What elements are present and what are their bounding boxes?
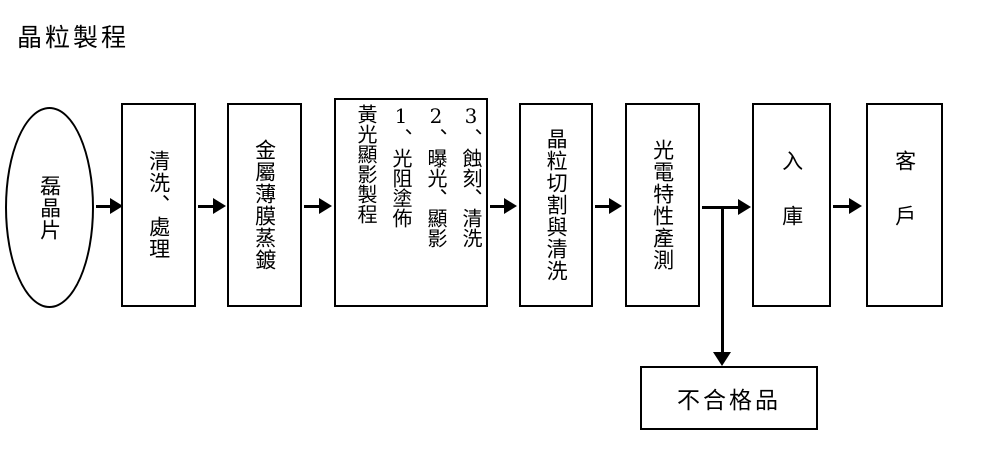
node-cleaning-treatment[interactable]: 清洗、處理 bbox=[121, 103, 196, 307]
edge-line-6 bbox=[721, 206, 724, 354]
edge-arrowhead-3 bbox=[504, 198, 517, 214]
node-customer[interactable]: 客戶 bbox=[866, 103, 943, 307]
edge-arrowhead-5 bbox=[738, 199, 751, 215]
node-column-0: 黃光顯影製程 bbox=[354, 104, 378, 224]
node-label: 入庫 bbox=[779, 150, 804, 260]
node-photolithography-process[interactable]: 黃光顯影製程 1、光阻塗佈 2、曝光、顯影 3、蝕刻、清洗 bbox=[334, 98, 488, 307]
node-label: 磊晶片 bbox=[37, 174, 62, 241]
node-label: 不合格品 bbox=[677, 388, 781, 414]
edge-line-0 bbox=[96, 205, 112, 208]
edge-arrowhead-7 bbox=[849, 198, 862, 214]
node-epitaxial-wafer[interactable]: 磊晶片 bbox=[5, 107, 94, 308]
page-title: 晶粒製程 bbox=[17, 23, 130, 52]
edge-arrowhead-2 bbox=[319, 198, 332, 214]
edge-arrowhead-0 bbox=[110, 198, 123, 214]
node-optoelectronic-testing[interactable]: 光電特性產測 bbox=[625, 103, 700, 307]
node-metal-film-deposition[interactable]: 金屬薄膜蒸鍍 bbox=[227, 103, 302, 307]
node-defective-product[interactable]: 不合格品 bbox=[640, 366, 818, 430]
node-column-3: 3、蝕刻、清洗 bbox=[459, 104, 483, 248]
node-label: 晶粒切割與清洗 bbox=[544, 128, 569, 282]
node-label: 清洗、處理 bbox=[146, 150, 171, 260]
node-label: 客戶 bbox=[892, 150, 917, 260]
edge-arrowhead-1 bbox=[213, 198, 226, 214]
node-column-2: 2、曝光、顯影 bbox=[424, 104, 448, 248]
edge-line-2 bbox=[304, 205, 321, 208]
edge-arrowhead-4 bbox=[609, 198, 622, 214]
node-die-dicing-cleaning[interactable]: 晶粒切割與清洗 bbox=[519, 103, 593, 307]
edge-line-7 bbox=[833, 205, 851, 208]
node-column-1: 1、光阻塗佈 bbox=[389, 104, 413, 228]
edge-arrowhead-6 bbox=[713, 352, 731, 366]
node-label: 光電特性產測 bbox=[650, 139, 675, 271]
edge-line-4 bbox=[595, 205, 611, 208]
node-warehouse[interactable]: 入庫 bbox=[752, 103, 831, 307]
node-label: 金屬薄膜蒸鍍 bbox=[252, 139, 277, 271]
edge-line-1 bbox=[198, 205, 215, 208]
edge-line-3 bbox=[490, 205, 505, 208]
